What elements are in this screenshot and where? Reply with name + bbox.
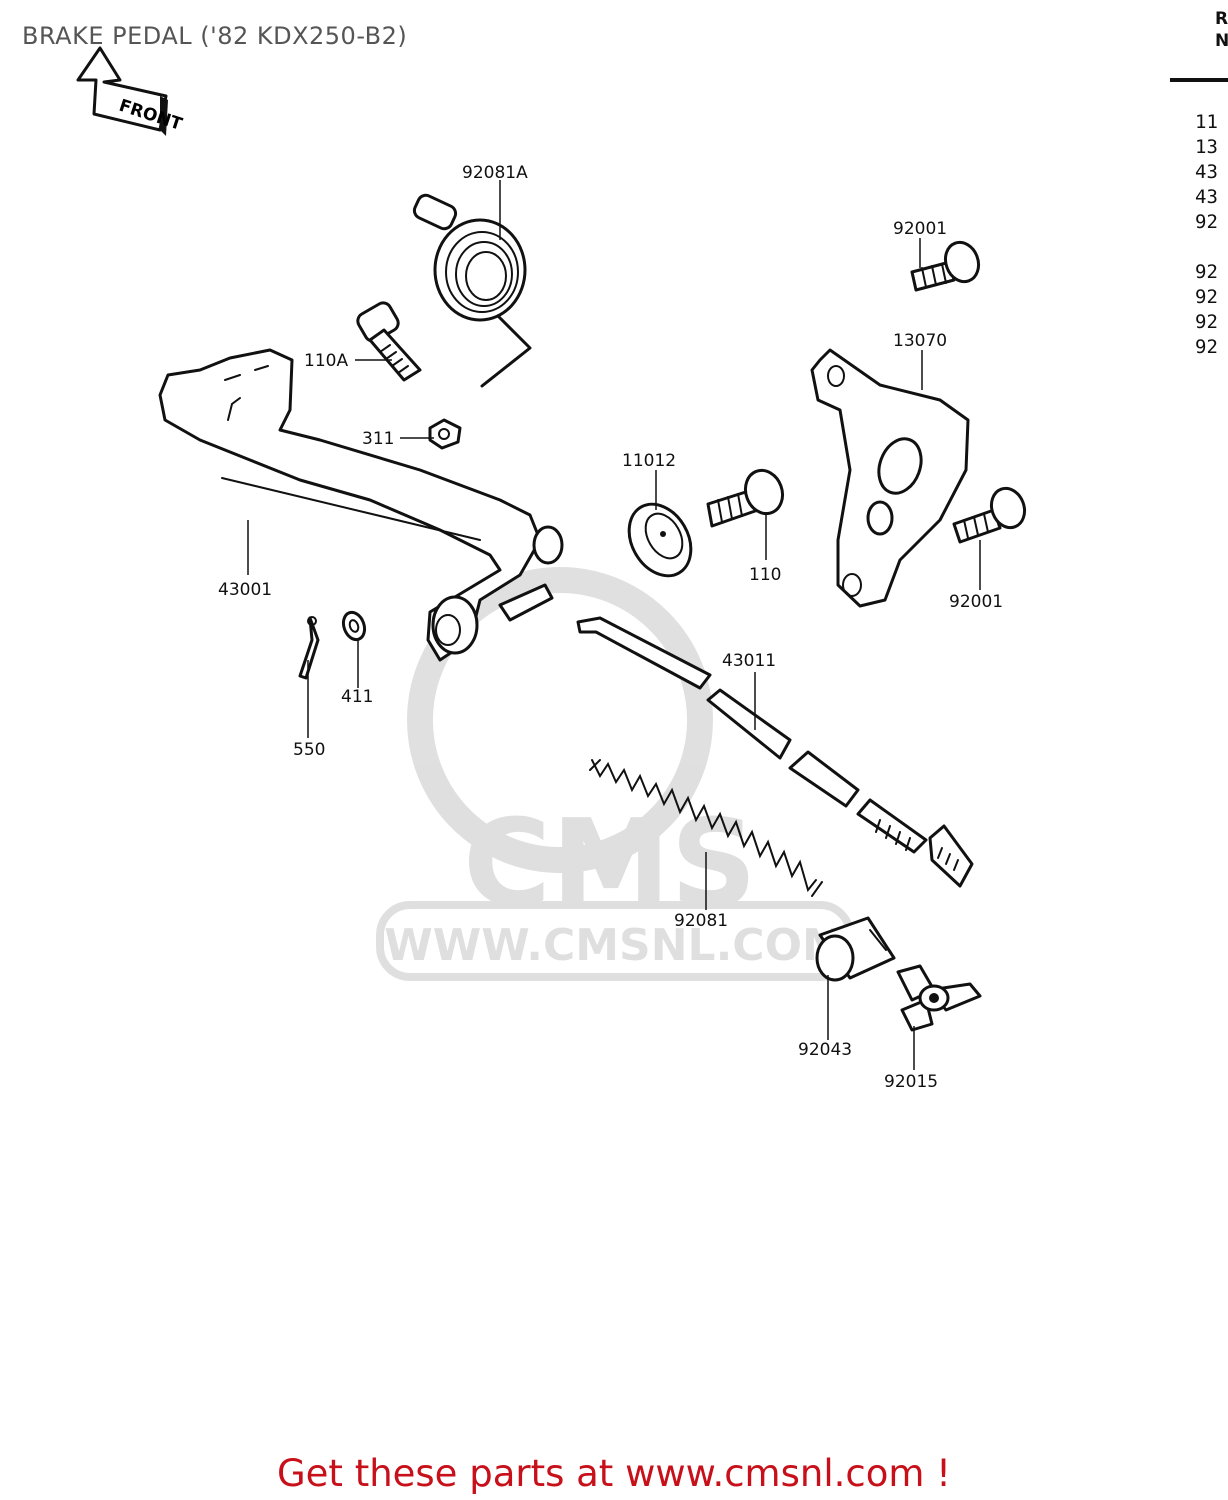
collar-92043 (815, 916, 896, 982)
sidebar-divider (1170, 78, 1228, 82)
washer-411 (341, 610, 367, 642)
wing-nut-92015 (896, 964, 982, 1032)
front-arrow-icon: FRONT (76, 46, 185, 136)
leader-lines (247, 180, 981, 1070)
nut-311 (428, 418, 462, 450)
watermark-logo: CMS WWW.CMSNL.COM (376, 567, 854, 981)
part-labels: 92081A 110A 311 43001 550 411 11012 110 … (218, 163, 1003, 1092)
sidebar-ref: 92 (1195, 311, 1218, 333)
sidebar-header-r: R (1215, 9, 1228, 29)
label-92001-top: 92001 (893, 219, 947, 239)
cap-11012 (627, 502, 693, 578)
sidebar-ref: 13 (1195, 136, 1218, 158)
bolt-110 (706, 468, 785, 528)
spring-92081 (589, 759, 823, 897)
label-92043: 92043 (798, 1040, 852, 1060)
bracket-13070 (810, 348, 970, 608)
label-11012: 11012 (622, 451, 676, 471)
sidebar-ref: 43 (1195, 186, 1218, 208)
label-43001: 43001 (218, 580, 272, 600)
label-92015: 92015 (884, 1072, 938, 1092)
promo-banner[interactable]: Get these parts at www.cmsnl.com ! (276, 1452, 951, 1495)
label-92001-right: 92001 (949, 592, 1003, 612)
label-13070: 13070 (893, 331, 947, 351)
label-92081: 92081 (674, 911, 728, 931)
label-110: 110 (749, 565, 781, 585)
sidebar-header-n: N (1215, 31, 1228, 51)
parts-list-sidebar: R N 11 13 43 43 92 92 92 92 92 (1170, 9, 1228, 358)
bolt-92001-top (910, 240, 981, 292)
label-411: 411 (341, 687, 373, 707)
label-110a: 110A (304, 351, 348, 371)
sidebar-ref: 92 (1195, 286, 1218, 308)
label-550: 550 (293, 740, 325, 760)
label-311: 311 (362, 429, 394, 449)
bolt-92001-right (952, 486, 1027, 544)
page-title: BRAKE PEDAL ('82 KDX250-B2) (22, 22, 408, 50)
sidebar-ref: 92 (1195, 336, 1218, 358)
cotter-pin-550 (298, 616, 320, 680)
bolt-110a (356, 301, 422, 382)
torsion-spring-92081a (412, 193, 532, 388)
brake-pedal-43001 (158, 348, 564, 662)
sidebar-ref: 43 (1195, 161, 1218, 183)
sidebar-ref: 92 (1195, 261, 1218, 283)
label-43011: 43011 (722, 651, 776, 671)
sidebar-ref: 92 (1195, 211, 1218, 233)
brake-rod-43011 (576, 616, 974, 888)
label-92081a: 92081A (462, 163, 528, 183)
svg-text:WWW.CMSNL.COM: WWW.CMSNL.COM (384, 920, 846, 971)
sidebar-ref: 11 (1195, 111, 1218, 133)
